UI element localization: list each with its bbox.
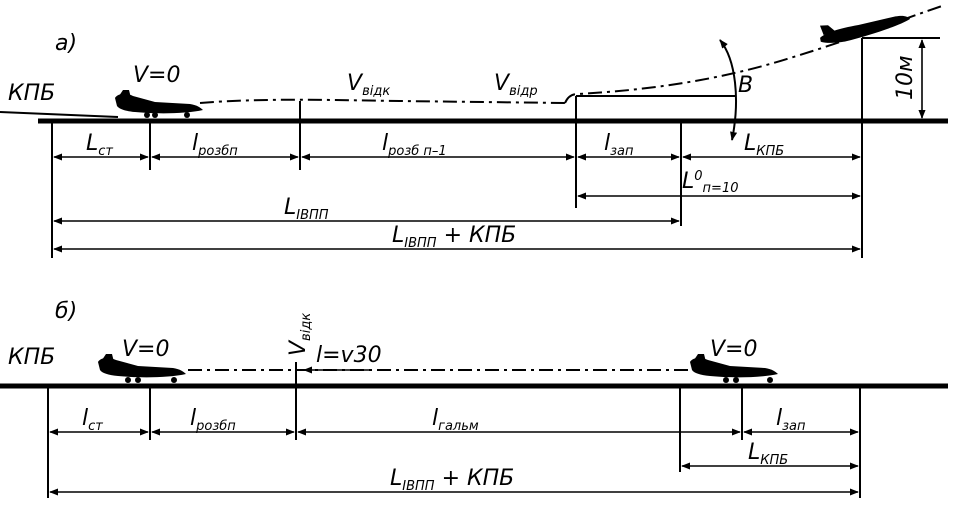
label-l-rozb-n1-a: lрозб п–1 [382, 131, 447, 159]
label-l-zap-b: lзап [776, 406, 806, 434]
approach-line-a [0, 111, 119, 118]
v-vidk-label-a: Vвідк [347, 71, 390, 99]
panel-a-label: а) [55, 31, 77, 56]
point-b-arc [719, 39, 738, 141]
label-l-rozbp-a: lрозбп [192, 131, 238, 159]
v-zero-right-b: V=0 [710, 337, 757, 362]
label-l-zap-a: lзап [604, 131, 634, 159]
panel-a: а) КПБ V=0 Vвідк Vвідр B 10м [0, 4, 948, 258]
kpb-label-b: КПБ [8, 345, 55, 370]
v-vidk-label-b: Vвідк [286, 313, 314, 356]
panel-b: б) КПБ V=0 V=0 Vвідк l=v30 lст [0, 299, 948, 498]
panel-b-label: б) [55, 299, 77, 324]
label-l-galm-b: lгальм [432, 406, 479, 434]
v-zero-left-b: V=0 [122, 337, 169, 362]
kpb-label-a: КПБ [8, 81, 55, 106]
aircraft-start-a [115, 90, 203, 118]
label-l-ivpp-a: LIВПП [284, 195, 329, 223]
point-b-label: B [738, 73, 753, 98]
label-l-ivpp-kpb-b: LIВПП + КПБ [390, 466, 514, 494]
label-l-kpb-a: LКПБ [744, 131, 784, 159]
aircraft-stop-b [690, 354, 778, 383]
label-l-st-b: lст [82, 406, 103, 434]
takeoff-path-ground-a [199, 98, 566, 104]
aircraft-start-b [98, 354, 186, 383]
label-l-ivpp-kpb-a: LIВПП + КПБ [392, 223, 516, 251]
label-l-rozbp-b: lрозбп [190, 406, 236, 434]
label-l-st-a: Lст [86, 131, 113, 159]
label-l0-n10-a: L0п=10 [682, 169, 738, 196]
height-10m-label: 10м [893, 55, 918, 100]
t-label-b: l=v30 [316, 343, 382, 368]
v-zero-label-a: V=0 [133, 63, 180, 88]
label-l-kpb-b: LКПБ [748, 440, 788, 468]
v-vidr-label-a: Vвідр [494, 71, 538, 99]
aircraft-climb-a [819, 15, 911, 43]
